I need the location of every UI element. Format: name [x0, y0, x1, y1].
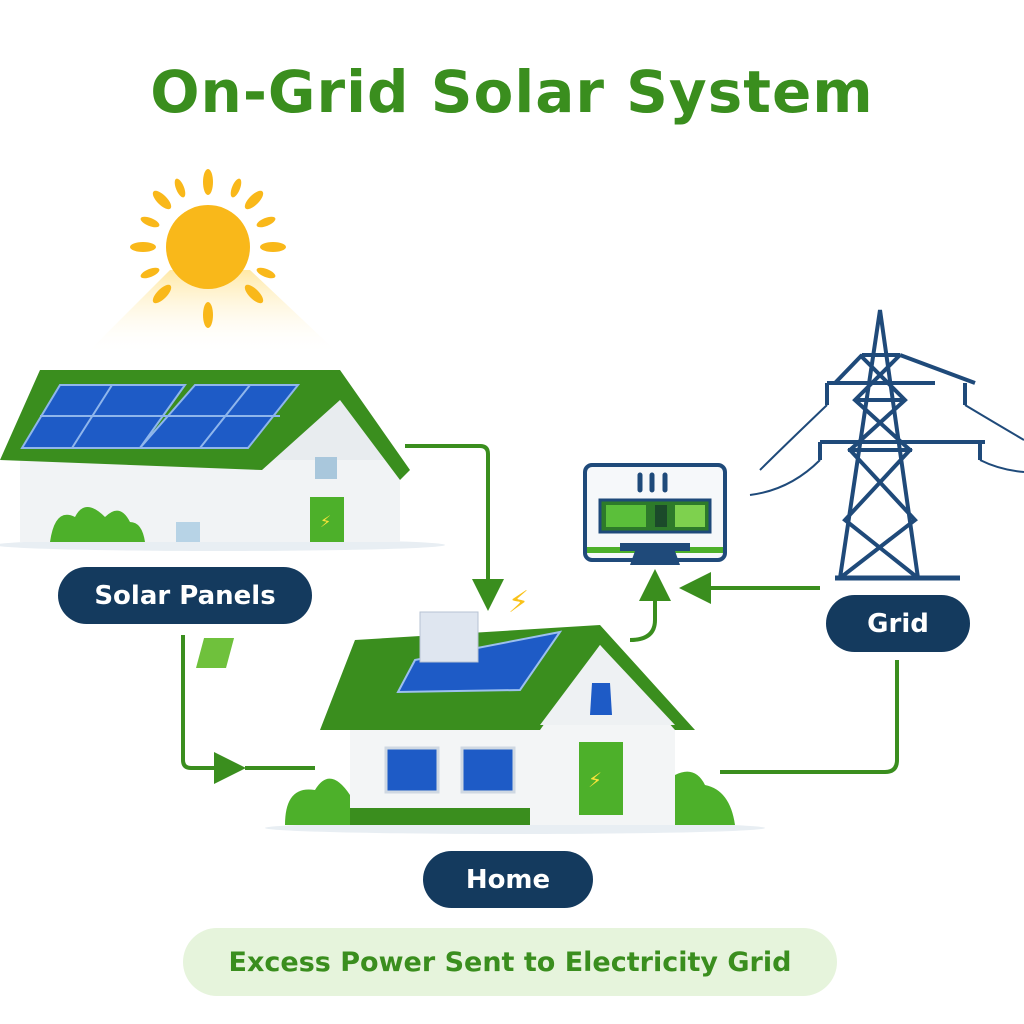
label-grid: Grid	[826, 595, 970, 652]
footer-banner: Excess Power Sent to Electricity Grid	[183, 928, 837, 996]
lightning-icon: ⚡	[508, 585, 529, 620]
sun-icon	[85, 169, 340, 355]
label-home: Home	[423, 851, 593, 908]
arrow-home-to-meter	[629, 569, 671, 642]
flow-arrows	[181, 444, 899, 784]
meter-icon	[583, 463, 727, 565]
svg-text:⚡: ⚡	[320, 512, 331, 531]
arrow-panels-to-home	[405, 444, 504, 611]
arrow-home-grid-link	[720, 660, 899, 774]
transmission-tower-icon	[749, 309, 1024, 581]
page-title: On-Grid Solar System	[150, 58, 874, 126]
label-solar-panels: Solar Panels	[58, 567, 312, 624]
arrow-label-to-home	[181, 635, 246, 784]
svg-text:⚡: ⚡	[588, 768, 602, 792]
solar-house-icon: ⚡	[0, 370, 445, 551]
home-icon: ⚡	[196, 611, 765, 834]
